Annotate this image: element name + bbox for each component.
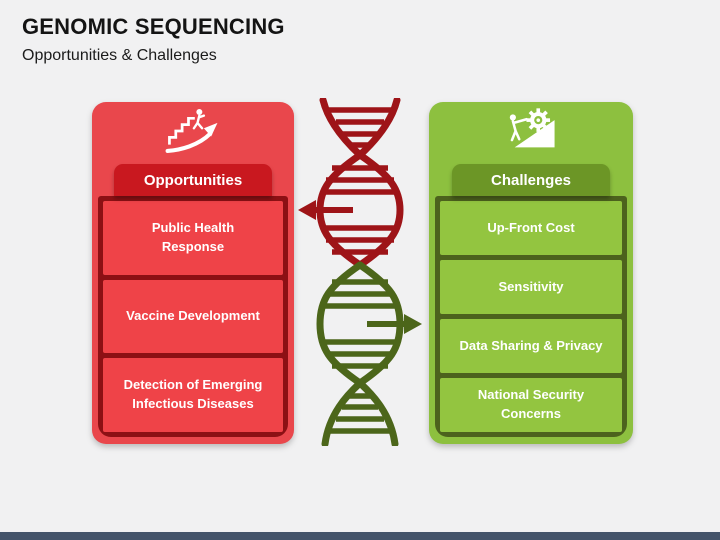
challenges-icon-area [429, 102, 633, 164]
opportunities-header: Opportunities [114, 164, 272, 196]
page-subtitle: Opportunities & Challenges [22, 47, 217, 64]
arrow-left-to-opportunities-icon [298, 200, 353, 220]
dna-double-helix-icon [295, 98, 425, 446]
list-item: Sensitivity [440, 260, 622, 314]
opportunities-icon-area [92, 102, 294, 164]
slide-footer-bar [0, 532, 720, 540]
opportunities-list: Public Health Response Vaccine Developme… [98, 196, 288, 437]
list-item: Detection of Emerging Infectious Disease… [103, 358, 283, 433]
challenges-list: Up-Front Cost Sensitivity Data Sharing &… [435, 196, 627, 437]
list-item: Up-Front Cost [440, 201, 622, 255]
list-item: Data Sharing & Privacy [440, 319, 622, 373]
list-item: Vaccine Development [103, 279, 283, 354]
dna-bottom-green-half [316, 261, 404, 446]
dna-top-red-half [316, 98, 404, 269]
challenges-header: Challenges [452, 164, 610, 196]
list-item: National Security Concerns [440, 378, 622, 432]
arrow-right-to-challenges-icon [367, 314, 422, 334]
page-title: GENOMIC SEQUENCING [22, 14, 285, 39]
person-climbing-stairs-growth-arrow-icon [164, 106, 222, 161]
challenges-panel: Challenges Up-Front Cost Sensitivity Dat… [429, 102, 633, 444]
list-item: Public Health Response [103, 201, 283, 275]
person-pushing-gear-uphill-icon [502, 106, 560, 161]
opportunities-panel: Opportunities Public Health Response Vac… [92, 102, 294, 444]
